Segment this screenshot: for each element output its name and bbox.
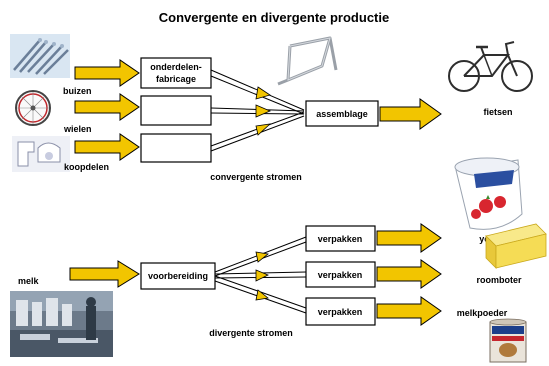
box-verpakken-2 <box>305 261 376 288</box>
box-empty-1 <box>140 95 212 126</box>
box-voorbereiding <box>140 262 216 290</box>
bicycle-image <box>448 41 533 92</box>
arrow-to-melkpoeder <box>376 296 442 326</box>
box-label-line1: onderdelen- <box>150 62 202 72</box>
verpakken-label-2: verpakken <box>318 270 363 280</box>
flow-triangle-4 <box>255 251 269 263</box>
arrow-melk <box>69 260 140 288</box>
arrow-koopdelen <box>74 133 140 161</box>
flow-triangle-1 <box>255 86 271 100</box>
milk-factory-image <box>10 291 113 357</box>
verpakken-label-1: verpakken <box>318 234 363 244</box>
label-buizen: buizen <box>63 86 92 96</box>
label-melk: melk <box>18 276 40 286</box>
yoghurt-cup-image <box>454 157 523 230</box>
arrow-to-fietsen <box>379 98 442 130</box>
arrow-to-roomboter <box>376 259 442 289</box>
label-koopdelen: koopdelen <box>64 162 109 172</box>
butter-image <box>485 223 547 269</box>
voorbereiding-label: voorbereiding <box>148 271 208 281</box>
tubes-image <box>10 34 70 78</box>
box-verpakken-1 <box>305 225 376 252</box>
wheel-image <box>15 90 51 126</box>
fittings-image <box>12 136 70 172</box>
box-label-line2: fabricage <box>156 74 196 84</box>
label-fietsen: fietsen <box>483 107 512 117</box>
caption-divergente: divergente stromen <box>209 328 293 338</box>
box-empty-2 <box>140 133 212 163</box>
flow-triangle-3 <box>255 123 272 136</box>
label-roomboter: roomboter <box>477 275 522 285</box>
assemblage-label: assemblage <box>316 109 368 119</box>
box-onderdelen-fabricage <box>140 57 212 89</box>
flow-triangle-5 <box>255 269 269 282</box>
frame-image <box>277 36 338 86</box>
diagram-title: Convergente en divergente productie <box>159 10 389 25</box>
flow-triangle-2 <box>255 104 272 118</box>
label-wielen: wielen <box>63 124 92 134</box>
arrow-wielen <box>74 93 140 121</box>
box-assemblage <box>305 100 379 127</box>
milk-powder-can-image <box>489 318 527 363</box>
flow-triangle-6 <box>255 289 269 301</box>
label-melkpoeder: melkpoeder <box>457 308 508 318</box>
caption-convergente: convergente stromen <box>210 172 302 182</box>
verpakken-label-3: verpakken <box>318 307 363 317</box>
box-verpakken-3 <box>305 297 376 326</box>
arrow-to-yoghurt <box>376 223 442 253</box>
arrow-buizen <box>74 59 140 87</box>
